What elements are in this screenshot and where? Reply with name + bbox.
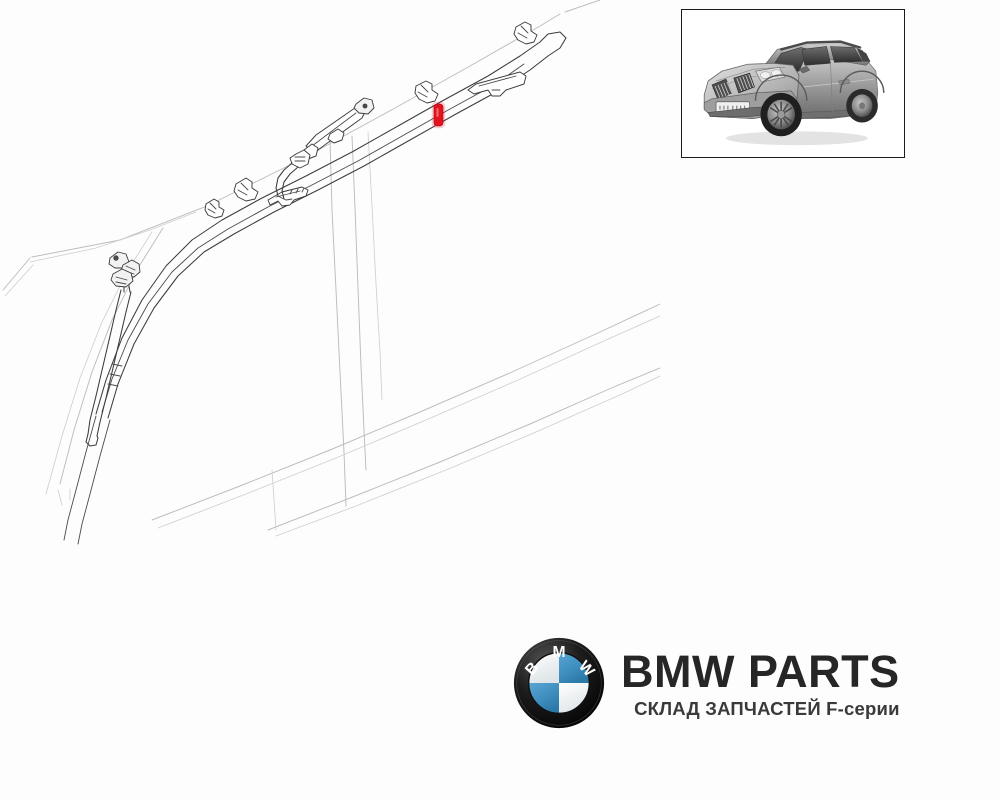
body-outline-group — [2, 0, 660, 537]
svg-text:M: M — [552, 644, 565, 661]
door-gap — [830, 61, 833, 113]
vehicle-shadow — [725, 131, 868, 146]
diagram-canvas: .ln { fill:none; stroke:#3c3c3c; stroke-… — [2, 0, 660, 545]
mounting-clip-1 — [204, 198, 225, 219]
licence-plate-text — [719, 105, 746, 110]
roundel-ring-highlight — [516, 640, 602, 726]
roundel-quadrants — [528, 652, 590, 714]
a-pillar-connector-bolt — [108, 251, 141, 293]
a-pillar-structure — [63, 415, 111, 545]
roundel-inner-edge — [527, 651, 591, 715]
side-mirror — [798, 65, 811, 74]
front-wheel — [760, 92, 802, 137]
brand-subtitle: СКЛАД ЗАПЧАСТЕЙ F-серии — [634, 697, 900, 719]
brand-title: BMW PARTS — [621, 645, 900, 697]
highlight-glow — [431, 101, 446, 129]
brand-wordmark: BMW PARTS СКЛАД ЗАПЧАСТЕЙ F-серии — [621, 647, 900, 720]
vehicle-thumbnail[interactable] — [681, 9, 905, 158]
highlighted-part-marker[interactable] — [431, 101, 446, 129]
front-side-window — [801, 46, 831, 66]
bmw-roundel-logo[interactable]: B M W — [513, 637, 605, 729]
mounting-clip-2 — [233, 177, 259, 202]
rear-wheel-arch — [839, 70, 885, 93]
quarter-window — [856, 47, 871, 62]
headlight-lens-a — [760, 71, 771, 79]
roof-rail-highlight — [783, 43, 859, 52]
roof-rail — [779, 40, 862, 51]
retaining-bracket-rear — [467, 71, 527, 97]
kidney-grille — [711, 72, 755, 101]
retaining-bracket-front — [267, 186, 309, 207]
rear-wheel — [846, 88, 878, 123]
a-pillar-tether-strap — [85, 289, 132, 447]
rear-side-window — [830, 46, 863, 63]
highlight-specular — [436, 108, 439, 117]
bmw-roundel-svg: B M W — [513, 637, 605, 729]
bmw-x5-e70-photo — [682, 10, 904, 157]
mounting-clip-4 — [513, 21, 538, 45]
gas-inflator-tube — [275, 97, 375, 201]
mounting-clip-3 — [414, 80, 439, 104]
front-wheel-arch — [754, 74, 808, 101]
brand-footer[interactable]: B M W BMW PARTS СКЛАД ЗАПЧАСТЕЙ F-серии — [513, 633, 913, 733]
technical-diagram: .ln { fill:none; stroke:#3c3c3c; stroke-… — [0, 0, 660, 560]
